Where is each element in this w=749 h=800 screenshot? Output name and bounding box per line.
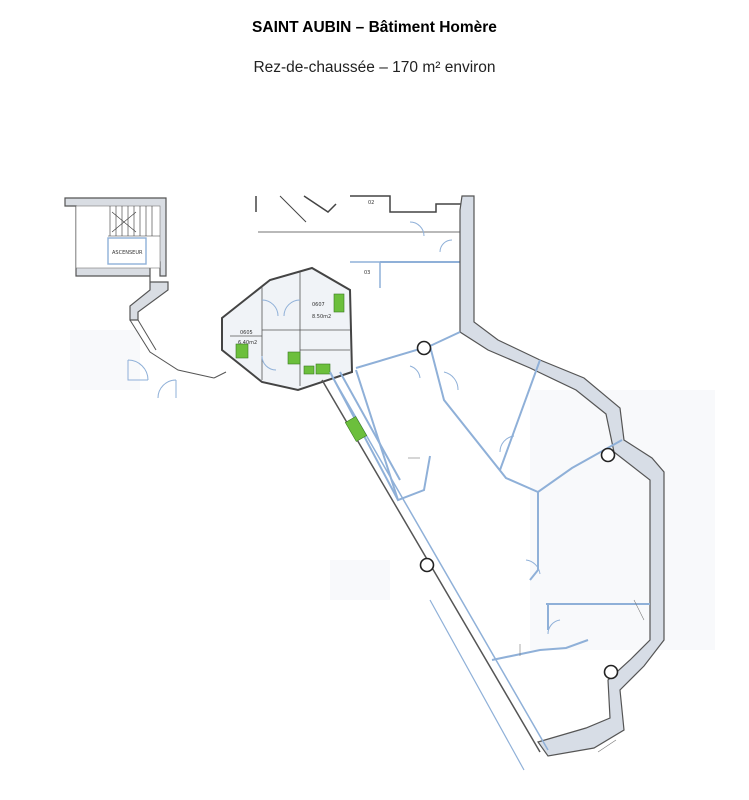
fixture-icon <box>344 416 368 442</box>
column-icon <box>600 447 616 463</box>
room-b-area: 6.40m2 <box>238 340 257 346</box>
room-a-area: 8.50m2 <box>312 314 331 320</box>
column-icon <box>603 664 619 680</box>
column-icon <box>416 340 432 356</box>
sink-icon <box>287 351 301 365</box>
sink-icon <box>315 363 331 375</box>
stair-label: ASCENSEUR <box>112 250 143 256</box>
sanitary-block: 0607 8.50m2 0605 6.40m2 <box>221 266 354 392</box>
sink-icon <box>303 365 315 375</box>
column-icon <box>419 557 435 573</box>
columns <box>416 340 619 680</box>
office-doors <box>409 365 561 635</box>
office-outer-wall <box>459 195 665 757</box>
scan-background <box>70 330 715 650</box>
small-code-2: 03 <box>364 270 370 276</box>
page-title: SAINT AUBIN – Bâtiment Homère <box>252 19 497 36</box>
staircase: ASCENSEUR <box>64 197 169 321</box>
room-b-code: 0605 <box>240 330 253 336</box>
left-doors <box>127 359 177 399</box>
small-code-1: 02 <box>368 200 374 206</box>
dimension-marks <box>408 457 645 753</box>
toilet-icon <box>333 293 345 313</box>
page-subtitle: Rez-de-chaussée – 170 m² environ <box>253 59 496 76</box>
top-walls: 02 03 <box>255 195 470 288</box>
left-corridor <box>129 319 227 379</box>
room-a-code: 0607 <box>312 302 325 308</box>
toilet-icon <box>235 343 249 359</box>
